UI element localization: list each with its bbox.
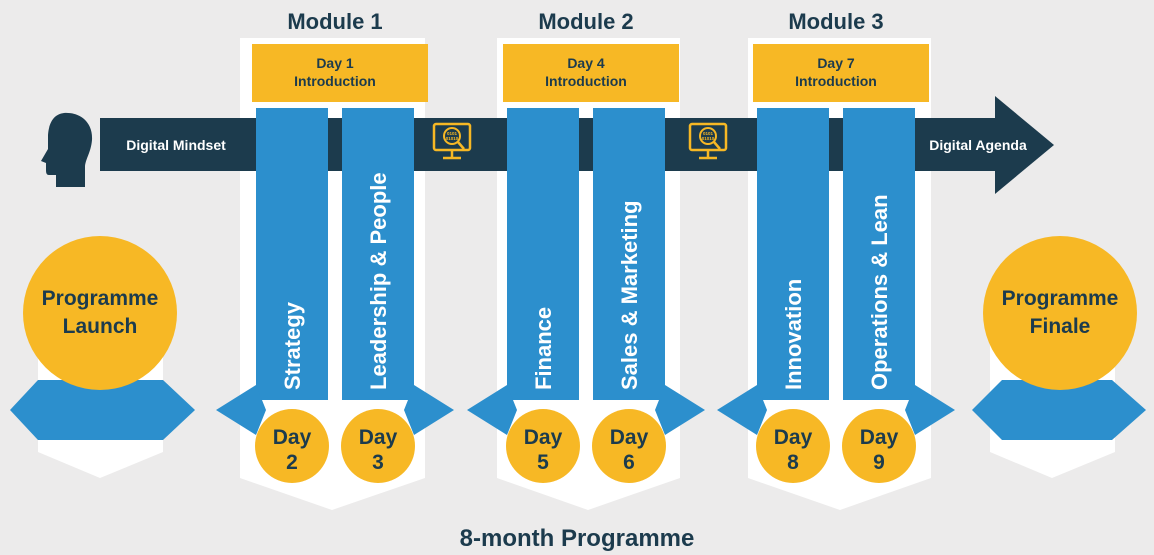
timeline-end-label: Digital Agenda bbox=[929, 137, 1027, 153]
programme-launch-circle bbox=[23, 236, 177, 390]
day-number: 2 bbox=[286, 451, 298, 474]
topic-column bbox=[593, 108, 665, 400]
intro-day: Day 7 bbox=[817, 55, 855, 71]
topic-label: Operations & Lean bbox=[867, 194, 892, 390]
day-word: Day bbox=[524, 426, 563, 449]
topic-wing-left bbox=[467, 385, 517, 435]
module-title: Module 3 bbox=[788, 9, 883, 34]
day-word: Day bbox=[359, 426, 398, 449]
programme-finale-label-line1: Programme bbox=[1002, 287, 1119, 310]
day-number: 5 bbox=[537, 451, 549, 474]
programme-duration-label: 8-month Programme bbox=[460, 525, 695, 552]
programme-launch-label-line1: Programme bbox=[42, 287, 159, 310]
day-word: Day bbox=[610, 426, 649, 449]
day-circle bbox=[341, 409, 415, 483]
topic-wing-right bbox=[655, 385, 705, 435]
day-circle bbox=[756, 409, 830, 483]
programme-finale-label-line2: Finale bbox=[1030, 315, 1091, 338]
topic-column bbox=[843, 108, 915, 400]
day-circle bbox=[506, 409, 580, 483]
launch-chevron bbox=[10, 380, 195, 440]
intro-day: Day 4 bbox=[567, 55, 605, 71]
intro-label: Introduction bbox=[545, 73, 627, 89]
day-circle bbox=[842, 409, 916, 483]
programme-finale-circle bbox=[983, 236, 1137, 390]
day-circle bbox=[255, 409, 329, 483]
programme-launch-label-line2: Launch bbox=[63, 315, 138, 338]
intro-day: Day 1 bbox=[316, 55, 354, 71]
svg-text:01010: 01010 bbox=[446, 136, 459, 141]
intro-box bbox=[503, 44, 679, 102]
monitor-binary-search-icon: 0101 01010 bbox=[432, 122, 472, 160]
topic-column bbox=[256, 108, 328, 400]
svg-text:0101: 0101 bbox=[447, 131, 458, 136]
module-title: Module 2 bbox=[538, 9, 633, 34]
intro-box bbox=[753, 44, 929, 102]
day-number: 9 bbox=[873, 451, 885, 474]
day-number: 6 bbox=[623, 451, 635, 474]
svg-text:01010: 01010 bbox=[702, 136, 715, 141]
topic-label: Strategy bbox=[280, 301, 305, 390]
intro-box bbox=[252, 44, 428, 102]
topic-wing-left bbox=[717, 385, 767, 435]
day-word: Day bbox=[273, 426, 312, 449]
topic-label: Finance bbox=[531, 307, 556, 390]
finale-chevron bbox=[972, 380, 1146, 440]
topic-wing-right bbox=[905, 385, 955, 435]
intro-label: Introduction bbox=[795, 73, 877, 89]
topic-column bbox=[757, 108, 829, 400]
topic-wing-right bbox=[404, 385, 454, 435]
day-word: Day bbox=[860, 426, 899, 449]
day-word: Day bbox=[774, 426, 813, 449]
topic-column bbox=[507, 108, 579, 400]
topic-column bbox=[342, 108, 414, 400]
monitor-binary-search-icon: 0101 01010 bbox=[688, 122, 728, 160]
topic-label: Innovation bbox=[781, 279, 806, 390]
svg-text:0101: 0101 bbox=[703, 131, 714, 136]
topic-wing-left bbox=[216, 385, 266, 435]
day-number: 3 bbox=[372, 451, 384, 474]
topic-label: Sales & Marketing bbox=[617, 200, 642, 390]
topic-label: Leadership & People bbox=[366, 172, 391, 390]
day-number: 8 bbox=[787, 451, 799, 474]
person-head-icon bbox=[41, 112, 93, 187]
timeline-start-label: Digital Mindset bbox=[126, 137, 226, 153]
intro-label: Introduction bbox=[294, 73, 376, 89]
day-circle bbox=[592, 409, 666, 483]
module-title: Module 1 bbox=[287, 9, 382, 34]
